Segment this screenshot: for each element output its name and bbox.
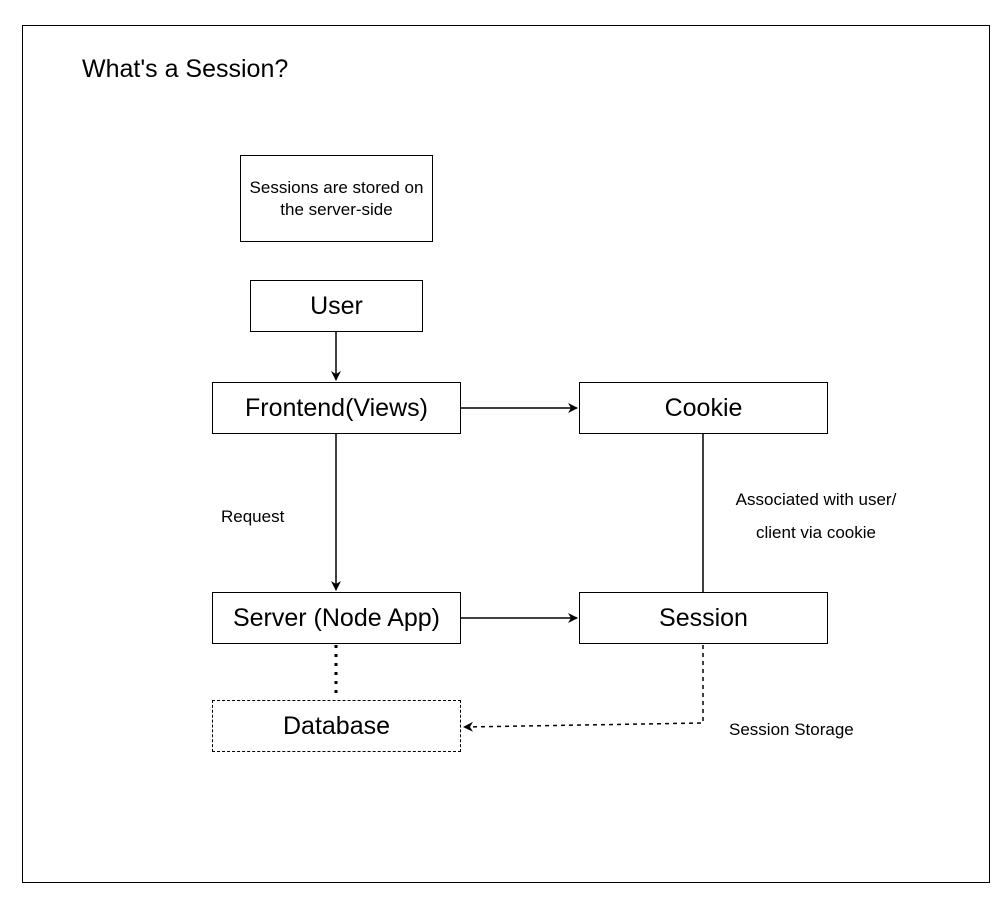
session-node-label: Session xyxy=(659,604,748,632)
request-label: Request xyxy=(221,507,285,526)
session-storage-label: Session Storage xyxy=(729,720,854,739)
edge-session-to-database xyxy=(463,645,704,732)
frontend-node-label: Frontend(Views) xyxy=(245,394,428,422)
cookie-node: Cookie xyxy=(579,382,828,434)
diagram-title: What's a Session? xyxy=(82,55,289,83)
database-node-label: Database xyxy=(282,712,391,740)
server-node: Server (Node App) xyxy=(212,592,461,644)
frontend-node: Frontend(Views) xyxy=(212,382,461,434)
cookie-node-label: Cookie xyxy=(664,394,743,422)
user-node-label: User xyxy=(310,292,363,320)
server-side-note-text: Sessions are stored on the server-side xyxy=(249,177,424,219)
association-label-line-1: Associated with user/ xyxy=(735,490,897,509)
session-node: Session xyxy=(579,592,828,644)
association-label: Associated with user/ client via cookie xyxy=(716,489,916,544)
server-node-label: Server (Node App) xyxy=(232,604,441,632)
server-side-note: Sessions are stored on the server-side xyxy=(240,155,433,242)
diagram-frame xyxy=(22,25,990,883)
user-node: User xyxy=(250,280,423,332)
database-node: Database xyxy=(212,700,461,752)
association-label-line-2: client via cookie xyxy=(755,523,876,542)
